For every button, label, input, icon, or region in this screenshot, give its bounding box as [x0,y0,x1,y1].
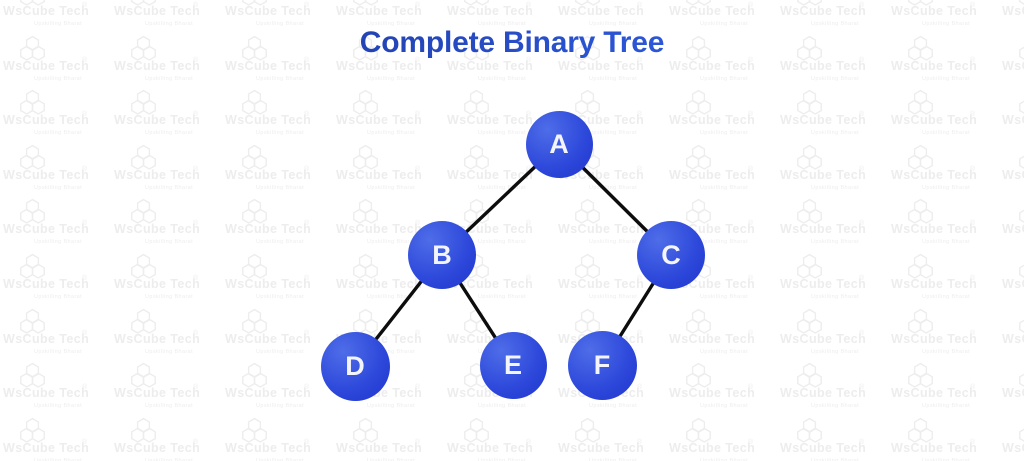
tree-node-F: F [567,330,637,400]
tree-node-label: E [503,349,522,380]
tree-node-label: D [345,350,365,381]
tree-node-C: C [637,221,705,289]
tree-node-label: F [593,349,611,380]
tree-node-A: A [525,110,593,178]
tree-node-B: B [408,221,476,289]
tree-node-D: D [320,331,390,401]
tree-node-label: B [432,239,452,270]
diagram-title: Complete Binary Tree [0,26,1024,60]
tree-node-label: A [549,128,569,159]
tree-node-label: C [661,239,681,270]
tree-node-E: E [479,331,547,399]
